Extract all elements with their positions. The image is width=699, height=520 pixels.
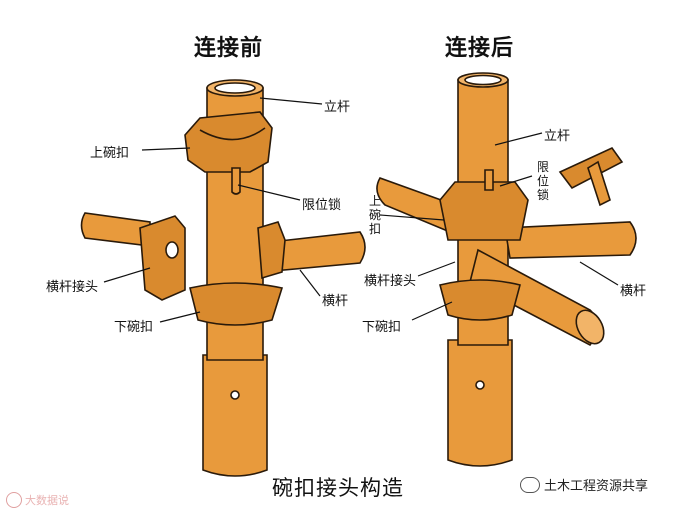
left-lower-sleeve (203, 355, 267, 476)
right-upper-cup (440, 182, 528, 240)
watermark-right-text: 土木工程资源共享 (544, 475, 648, 494)
label-right-upper-cup: 上碗扣 (368, 194, 382, 236)
right-rail-right (505, 222, 636, 258)
label-left-rail: 横杆 (322, 290, 348, 309)
title-after: 连接后 (445, 30, 514, 62)
left-limit-lock (232, 168, 240, 194)
left-pole-joint (258, 222, 285, 278)
left-joint-piece (140, 216, 185, 300)
label-left-pole: 立杆 (324, 96, 350, 115)
watermark-left: 大数据说 (6, 492, 69, 508)
label-right-rail: 横杆 (620, 280, 646, 299)
label-right-pole: 立杆 (544, 125, 570, 144)
label-left-upper-cup: 上碗扣 (90, 142, 129, 161)
label-right-joint: 横杆接头 (364, 270, 416, 289)
label-right-lock: 限位锁 (536, 160, 550, 202)
caption: 碗扣接头构造 (272, 472, 404, 502)
left-upper-cup (185, 112, 272, 172)
right-limit-lock (485, 170, 493, 190)
label-left-joint: 横杆接头 (46, 276, 98, 295)
watermark-left-text: 大数据说 (25, 492, 69, 508)
left-assembly (82, 80, 366, 476)
left-lower-cup (190, 283, 282, 325)
label-left-lock: 限位锁 (302, 194, 341, 213)
label-left-lower-cup: 下碗扣 (114, 316, 153, 335)
right-lower-sleeve (448, 340, 512, 466)
title-before: 连接前 (194, 30, 263, 62)
label-right-lower-cup: 下碗扣 (362, 316, 401, 335)
wechat-icon (520, 477, 540, 493)
watermark-logo-icon (6, 492, 22, 508)
right-lower-cup (440, 280, 520, 320)
watermark-right: 土木工程资源共享 (520, 475, 648, 494)
